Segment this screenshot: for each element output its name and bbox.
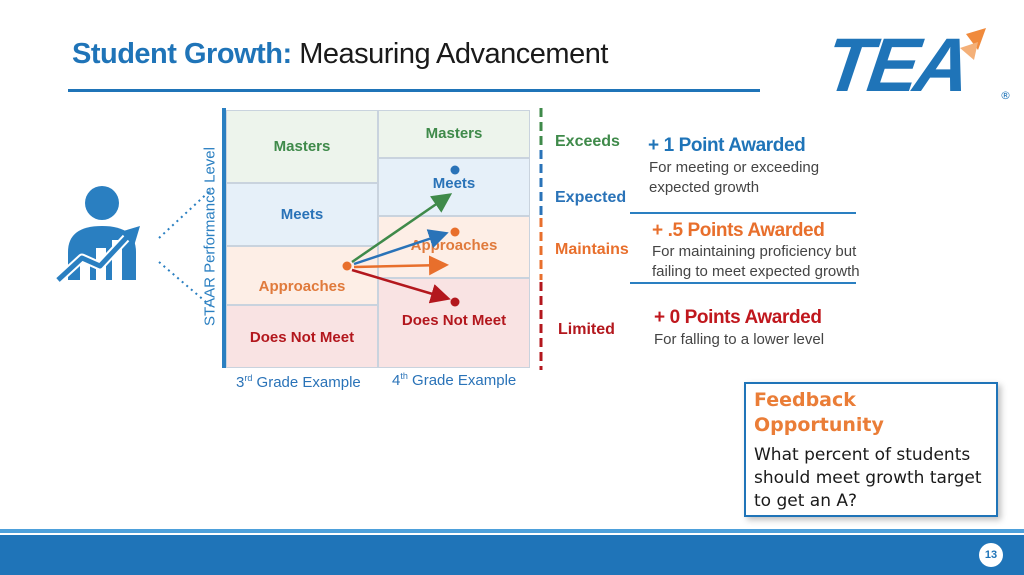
feedback-box: Feedback Opportunity What percent of stu… bbox=[744, 382, 998, 517]
footer-bar bbox=[0, 535, 1024, 575]
title-rest: Measuring Advancement bbox=[291, 38, 608, 70]
grade4-masters: Masters bbox=[378, 110, 530, 158]
points-separator-1 bbox=[630, 212, 856, 214]
page-number: 13 bbox=[979, 543, 1003, 567]
tea-logo-graphic: TEA ® bbox=[820, 23, 1011, 108]
grid-axis bbox=[222, 108, 226, 368]
points-half-title: + .5 Points Awarded bbox=[652, 220, 825, 241]
points-1-desc: For meeting or exceeding expected growth bbox=[649, 159, 820, 196]
feedback-title: Feedback Opportunity bbox=[754, 389, 884, 436]
connector-lines bbox=[158, 187, 214, 309]
grade3-column: Masters Meets Approaches Does Not Meet bbox=[226, 110, 378, 368]
points-separator-2 bbox=[630, 282, 856, 284]
feedback-text: What percent of students should meet gro… bbox=[754, 445, 982, 511]
tier-maintains: Maintains bbox=[555, 241, 629, 258]
grade4-label: 4th Grade Example bbox=[392, 371, 517, 389]
title-bold: Student Growth: bbox=[72, 38, 292, 70]
registered-mark: ® bbox=[1000, 89, 1011, 102]
dnm-point bbox=[450, 297, 460, 307]
points-half-desc: For maintaining proficiency but failing … bbox=[652, 243, 860, 280]
meets-point bbox=[450, 165, 460, 175]
tier-limited: Limited bbox=[558, 321, 615, 338]
arrow-to-does-not-meet bbox=[351, 268, 451, 304]
grade3-does-not-meet: Does Not Meet bbox=[226, 305, 378, 368]
grade4-does-not-meet: Does Not Meet bbox=[378, 278, 530, 368]
title-divider bbox=[68, 89, 760, 92]
tea-logo: TEA ® bbox=[820, 23, 1018, 108]
points-0-desc: For falling to a lower level bbox=[654, 331, 825, 348]
start-point bbox=[342, 261, 352, 271]
tier-dashed-line bbox=[539, 108, 543, 370]
student-growth-icon bbox=[50, 182, 160, 287]
grade3-approaches: Approaches bbox=[226, 246, 378, 305]
arrow-within-approaches bbox=[353, 255, 449, 276]
svg-text:TEA: TEA bbox=[828, 24, 972, 104]
approaches-high-point bbox=[450, 227, 460, 237]
page-title: Student Growth: Measuring Advancement bbox=[72, 38, 608, 71]
tier-exceeds: Exceeds bbox=[555, 133, 620, 150]
points-1-title: + 1 Point Awarded bbox=[648, 135, 806, 156]
grade4-column: Masters Meets Approaches Does Not Meet bbox=[378, 110, 530, 368]
points-0-title: + 0 Points Awarded bbox=[654, 307, 822, 328]
grade3-label: 3rd Grade Example bbox=[236, 373, 361, 391]
tier-expected: Expected bbox=[555, 189, 627, 206]
grade3-masters: Masters bbox=[226, 110, 378, 183]
footer-accent-line bbox=[0, 529, 1024, 533]
arrow-to-meets bbox=[351, 193, 453, 264]
arrow-within-approaches-high bbox=[353, 229, 449, 266]
grade3-meets: Meets bbox=[226, 183, 378, 246]
